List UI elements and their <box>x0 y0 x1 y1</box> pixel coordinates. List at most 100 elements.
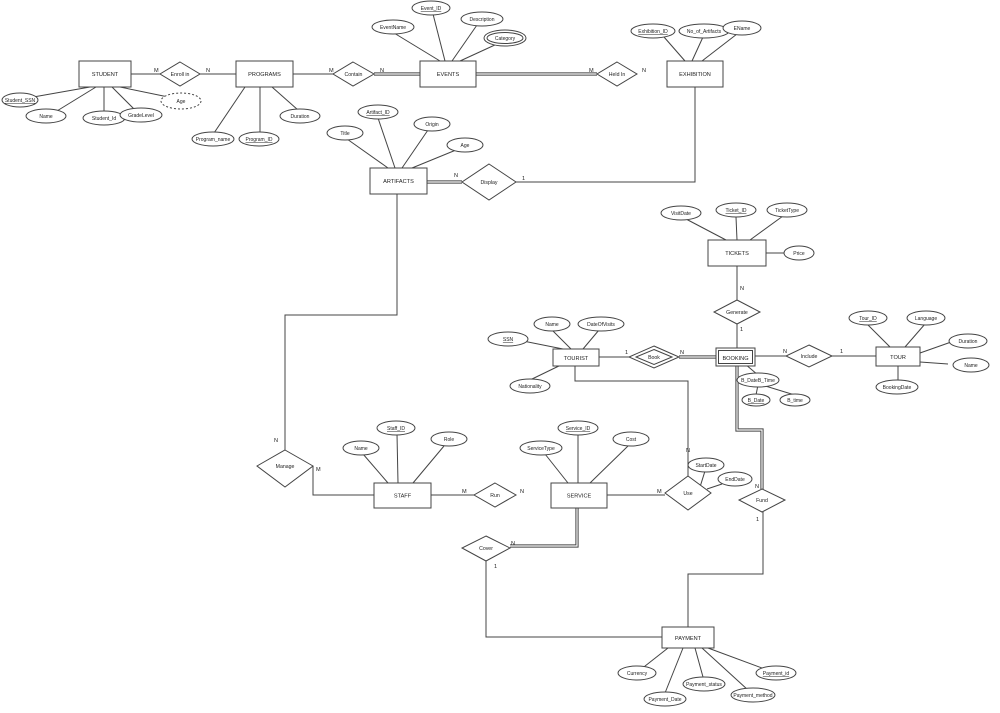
attribute-b-time: B_time <box>779 393 811 407</box>
cardinality-manage-staff: M <box>316 467 321 473</box>
attribute-label: Staff_ID <box>387 426 405 432</box>
entity-tickets: TICKETS <box>707 239 767 267</box>
attribute-program-id: Program_ID <box>238 131 280 147</box>
attribute-service-type: ServiceType <box>519 440 563 456</box>
attribute-ticket-price: Price <box>783 245 815 261</box>
attribute-label: EventName <box>380 25 406 31</box>
cardinality-include-tour: 1 <box>840 349 843 355</box>
relationship-manage: Manage <box>256 449 314 488</box>
connectors <box>21 13 955 694</box>
entity-events: EVENTS <box>419 60 477 88</box>
cardinality-programs-contain: M <box>329 68 334 74</box>
attribute-event-description: Description <box>460 11 504 27</box>
cardinality-display-exhibition: 1 <box>522 176 525 182</box>
cardinality-tickets-generate: N <box>740 286 744 292</box>
attribute-ticket-id: Ticket_ID <box>715 202 757 218</box>
attribute-ticket-type: TicketType <box>766 202 808 218</box>
relationship-display: Display <box>461 163 517 201</box>
attribute-artifact-age: Age <box>446 137 484 153</box>
attribute-tour-name: Name <box>952 357 990 373</box>
relationship-label: Display <box>480 180 497 186</box>
cardinality-generate-booking: 1 <box>740 327 743 333</box>
attribute-label: Program_name <box>196 137 231 143</box>
cardinality-contain-events: N <box>380 68 384 74</box>
attribute-student-name: Name <box>25 108 67 124</box>
attribute-label: Payment_status <box>686 682 722 688</box>
cardinality-artifacts-manage: N <box>274 438 278 444</box>
attribute-label: Name <box>354 446 368 452</box>
cardinality-tourist-use: N <box>686 448 690 454</box>
attribute-grade-level: GradeLevel <box>119 107 163 123</box>
attribute-event-id: Event_ID <box>411 0 451 16</box>
attribute-tourist-name: Name <box>533 316 571 332</box>
attribute-tourist-ssn: SSN <box>487 331 529 347</box>
relationship-label: Contain <box>345 72 363 78</box>
attribute-service-id: Service_ID <box>557 420 599 436</box>
attribute-ename: EName <box>722 20 762 36</box>
attribute-label: B_Date <box>748 398 765 404</box>
attribute-label: Event_ID <box>421 6 442 12</box>
attribute-label: B_time <box>787 398 803 404</box>
attribute-no-of-artifacts: No_of_Artifacts <box>678 23 730 39</box>
entity-programs: PROGRAMS <box>235 60 294 88</box>
entity-label: TOUR <box>890 355 906 361</box>
attribute-label: BookingDate <box>883 385 912 391</box>
attribute-student-id: Student_Id <box>82 110 126 126</box>
relationship-generate: Generate <box>712 299 762 325</box>
cardinality-labels: M N M N M N N 1 N 1 1 N N 1 N M M N M N … <box>154 68 843 570</box>
attribute-label: Origin <box>425 122 439 128</box>
attribute-b-date: B_Date <box>741 393 771 407</box>
attribute-booking-date: BookingDate <box>875 379 919 395</box>
attribute-nationality: Nationality <box>509 378 551 394</box>
relationship-label: Held In <box>609 72 626 78</box>
attribute-payment-id: Payment_id <box>755 665 797 681</box>
attribute-event-name: EventName <box>371 19 415 35</box>
attribute-staff-id: Staff_ID <box>376 420 416 436</box>
cardinality-booking-include: N <box>783 349 787 355</box>
entity-label: ARTIFACTS <box>383 179 414 185</box>
attribute-program-duration: Duration <box>279 108 321 124</box>
attribute-label: GradeLevel <box>128 113 154 119</box>
attribute-end-date: EndDate <box>717 471 753 487</box>
attribute-payment-method: Payment_method <box>730 687 776 703</box>
cardinality-cover-payment: 1 <box>494 564 497 570</box>
attribute-label: Duration <box>959 339 978 345</box>
attribute-label: Student_Id <box>92 116 116 122</box>
cardinality-staff-run: M <box>462 489 467 495</box>
attribute-label: ServiceType <box>527 446 555 452</box>
entity-payment: PAYMENT <box>661 626 715 649</box>
attribute-tour-duration: Duration <box>948 333 988 349</box>
cardinality-artifacts-display: N <box>454 173 458 179</box>
attribute-label: Artifact_ID <box>366 110 390 116</box>
entity-label: EVENTS <box>437 72 460 78</box>
cardinality-book-booking: N <box>680 350 684 356</box>
relationship-contain: Contain <box>332 61 376 87</box>
attribute-label: Student_SSN <box>5 98 36 104</box>
relationship-include: Include <box>784 344 834 368</box>
attribute-service-cost: Cost <box>612 431 650 447</box>
attribute-label: Currency <box>627 671 648 677</box>
entity-booking: BOOKING <box>715 347 756 367</box>
cardinality-tourist-book: 1 <box>625 350 628 356</box>
attribute-label: No_of_Artifacts <box>687 29 722 35</box>
cardinality-fund-payment: 1 <box>756 517 759 523</box>
attribute-label: Service_ID <box>566 426 591 432</box>
entity-label: STAFF <box>394 494 412 500</box>
attribute-label: Cost <box>626 437 637 443</box>
relationship-label: Use <box>683 491 692 497</box>
attribute-label: Program_ID <box>246 137 273 143</box>
attribute-staff-name: Name <box>342 440 380 456</box>
cardinality-run-service: N <box>520 489 524 495</box>
cardinality-student-enroll: M <box>154 68 159 74</box>
attribute-label: Description <box>469 17 494 23</box>
attribute-start-date: StartDate <box>687 457 725 473</box>
entity-exhibition: EXHIBITION <box>666 60 724 88</box>
attribute-event-category: Category <box>483 29 527 47</box>
relationship-use: Use <box>664 475 712 511</box>
cardinality-booking-fund: N <box>755 484 759 490</box>
attribute-student-ssn: Student_SSN <box>1 92 39 108</box>
cardinality-service-cover: N <box>511 541 515 547</box>
entity-label: BOOKING <box>722 356 748 362</box>
entity-label: PROGRAMS <box>248 72 281 78</box>
